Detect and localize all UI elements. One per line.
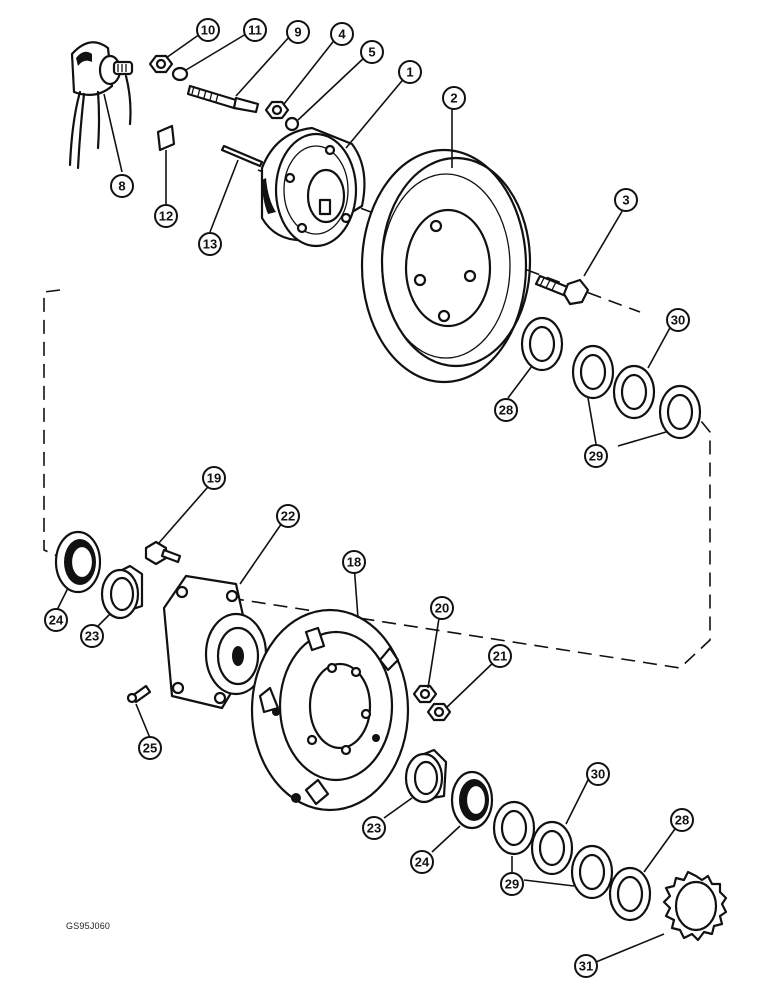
svg-text:31: 31 (579, 959, 593, 974)
callout-12: 12 (154, 204, 178, 228)
part-11-washer (171, 66, 189, 82)
svg-text:24: 24 (49, 613, 64, 628)
figure-id-label: GS95J060 (66, 921, 111, 931)
part-2-drum (360, 148, 532, 384)
part-25-grease-fitting (126, 684, 152, 704)
part-29-shim-lower-b (570, 844, 614, 900)
svg-text:29: 29 (505, 877, 519, 892)
callout-2: 2 (442, 86, 466, 110)
callout-5: 5 (360, 40, 384, 64)
callout-9: 9 (286, 20, 310, 44)
part-24-seal-upper (54, 530, 102, 594)
svg-text:12: 12 (159, 209, 173, 224)
callout-25: 25 (138, 736, 162, 760)
part-19-bolt (144, 540, 182, 566)
svg-text:13: 13 (203, 237, 217, 252)
part-24-seal-lower (450, 770, 494, 830)
svg-text:2: 2 (450, 91, 457, 106)
callout-18: 18 (342, 550, 366, 574)
part-9-stud (186, 84, 260, 114)
part-5-washer (284, 116, 300, 132)
svg-text:19: 19 (207, 471, 221, 486)
svg-text:30: 30 (591, 767, 605, 782)
svg-text:28: 28 (675, 813, 689, 828)
callout-22: 22 (276, 504, 300, 528)
part-30-shim-lower (530, 820, 574, 876)
callout-8: 8 (110, 174, 134, 198)
part-28-shim-lower (608, 866, 652, 922)
part-1-hub (260, 126, 366, 248)
part-3-bolt (534, 274, 590, 306)
svg-text:24: 24 (415, 855, 430, 870)
callout-11: 11 (243, 18, 267, 42)
part-22-bearing-housing (162, 574, 268, 710)
part-29-shim-lower-a (492, 800, 536, 856)
callout-21: 21 (488, 644, 512, 668)
part-31-sprocket (662, 870, 728, 942)
svg-text:3: 3 (622, 193, 629, 208)
svg-text:18: 18 (347, 555, 361, 570)
part-20-nut (412, 684, 438, 704)
callout-24-lower: 24 (410, 850, 434, 874)
part-23-race-lower (404, 748, 448, 804)
callout-13: 13 (198, 232, 222, 256)
callout-1: 1 (398, 60, 422, 84)
part-10-nut (148, 54, 174, 74)
callout-19: 19 (202, 466, 226, 490)
svg-text:30: 30 (671, 313, 685, 328)
svg-text:4: 4 (338, 27, 346, 42)
leader-lines (55, 33, 681, 963)
part-13-pin (220, 144, 264, 168)
callout-28-upper: 28 (494, 398, 518, 422)
svg-text:11: 11 (248, 23, 262, 38)
svg-text:1: 1 (406, 65, 413, 80)
svg-text:10: 10 (201, 23, 215, 38)
callout-24-upper: 24 (44, 608, 68, 632)
part-12-key (156, 124, 176, 152)
svg-text:8: 8 (118, 179, 125, 194)
part-29-shim-upper-a (571, 344, 615, 400)
callout-29-upper: 29 (584, 444, 608, 468)
callout-20: 20 (430, 596, 454, 620)
svg-text:9: 9 (294, 25, 301, 40)
part-23-race-upper (100, 564, 144, 620)
part-4-nut (264, 100, 290, 120)
svg-text:20: 20 (435, 601, 449, 616)
svg-text:23: 23 (367, 821, 381, 836)
part-18-brake-disc (250, 608, 410, 812)
callout-29-lower: 29 (500, 872, 524, 896)
svg-text:25: 25 (143, 741, 157, 756)
callout-30-upper: 30 (666, 308, 690, 332)
callout-4: 4 (330, 22, 354, 46)
callout-28-lower: 28 (670, 808, 694, 832)
callout-23-upper: 23 (80, 624, 104, 648)
part-29-shim-upper-b (658, 384, 702, 440)
svg-text:21: 21 (493, 649, 507, 664)
part-28-shim-upper (520, 316, 564, 372)
callout-31: 31 (574, 954, 598, 978)
part-30-shim-upper (612, 364, 656, 420)
callout-10: 10 (196, 18, 220, 42)
callout-30-lower: 30 (586, 762, 610, 786)
part-8-sensor (68, 41, 134, 170)
svg-text:28: 28 (499, 403, 513, 418)
svg-text:29: 29 (589, 449, 603, 464)
part-21-nut (426, 702, 452, 722)
svg-text:5: 5 (368, 45, 375, 60)
callout-23-lower: 23 (362, 816, 386, 840)
svg-text:23: 23 (85, 629, 99, 644)
svg-text:22: 22 (281, 509, 295, 524)
callout-3: 3 (614, 188, 638, 212)
